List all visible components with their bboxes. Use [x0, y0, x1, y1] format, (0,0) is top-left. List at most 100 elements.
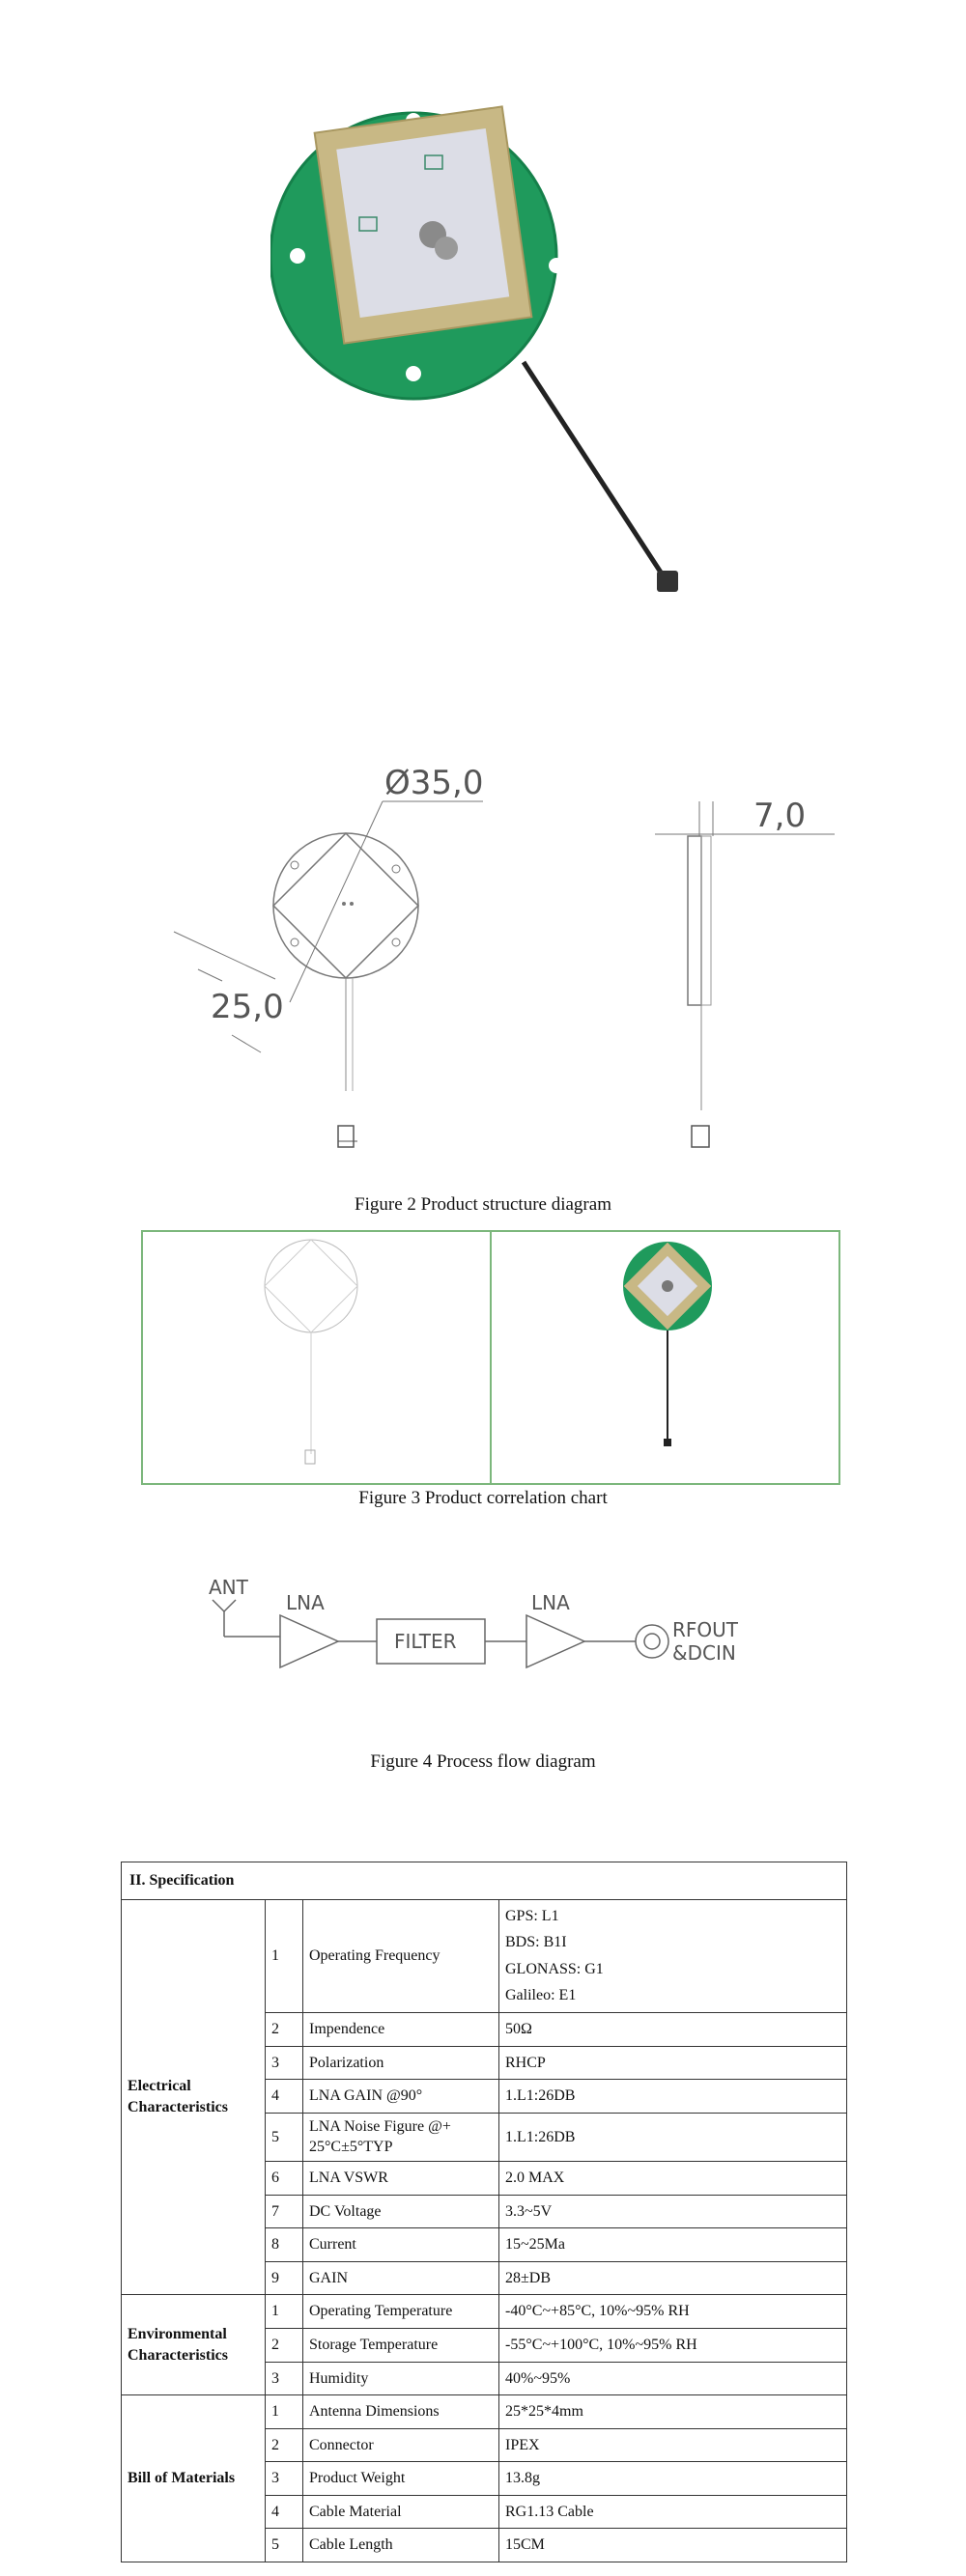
parameter-value: 28±DB [498, 2260, 847, 2296]
side-dimension: 25,0 [211, 988, 284, 1026]
value-line: 40%~95% [505, 2369, 571, 2387]
parameter-name: LNA VSWR [302, 2160, 499, 2196]
value-line: RHCP [505, 2054, 546, 2071]
row-number: 3 [265, 2461, 303, 2496]
rfout-label: RFOUT [672, 1618, 739, 1641]
parameter-name: Product Weight [302, 2461, 499, 2496]
row-number: 8 [265, 2227, 303, 2262]
specification-table: II. Specification Electrical Characteris… [121, 1862, 847, 2563]
value-line: 28±DB [505, 2269, 552, 2286]
panel-outline [141, 1230, 492, 1485]
parameter-value: -40°C~+85°C, 10%~95% RH [498, 2294, 847, 2329]
row-number: 2 [265, 2427, 303, 2463]
parameter-value: 1.L1:26DB [498, 2079, 847, 2114]
parameter-value: 2.0 MAX [498, 2160, 847, 2196]
parameter-value: 1.L1:26DB [498, 2112, 847, 2162]
parameter-name: Polarization [302, 2045, 499, 2081]
value-line: 1.L1:26DB [505, 2128, 576, 2145]
parameter-value: 25*25*4mm [498, 2394, 847, 2429]
row-number: 7 [265, 2194, 303, 2229]
parameter-name: GAIN [302, 2260, 499, 2296]
parameter-value: 3.3~5V [498, 2194, 847, 2229]
parameter-name: Operating Temperature [302, 2294, 499, 2329]
value-line: 15~25Ma [505, 2236, 565, 2254]
row-number: 1 [265, 2394, 303, 2429]
parameter-name: DC Voltage [302, 2194, 499, 2229]
parameter-name: LNA Noise Figure @+ 25°C±5°TYP [302, 2112, 499, 2162]
ant-label: ANT [209, 1579, 249, 1599]
value-line: RG1.13 Cable [505, 2503, 594, 2520]
parameter-value: 40%~95% [498, 2361, 847, 2396]
parameter-value: 50Ω [498, 2011, 847, 2047]
value-line: 3.3~5V [505, 2202, 553, 2220]
value-line: GLONASS: G1 [505, 1960, 604, 1977]
value-line: 2.0 MAX [505, 2169, 565, 2186]
value-line: GPS: L1 [505, 1907, 559, 1924]
structure-diagram: Ø35,0 25,0 7,0 [173, 764, 835, 1148]
parameter-name: Connector [302, 2427, 499, 2463]
lna2-label: LNA [531, 1591, 570, 1614]
value-line: 25*25*4mm [505, 2403, 583, 2421]
value-line: IPEX [505, 2436, 540, 2453]
value-line: 15CM [505, 2536, 545, 2554]
value-line: -55°C~+100°C, 10%~95% RH [505, 2336, 697, 2353]
figure2-caption: Figure 2 Product structure diagram [355, 1194, 611, 1215]
row-number: 2 [265, 2011, 303, 2047]
figure4-caption: Figure 4 Process flow diagram [370, 1751, 596, 1772]
parameter-value: 13.8g [498, 2461, 847, 2496]
value-line: Galileo: E1 [505, 1987, 577, 2004]
outline-drawing [264, 1239, 358, 1465]
diameter-dimension: Ø35,0 [384, 764, 483, 802]
parameter-name: Humidity [302, 2361, 499, 2396]
row-number: 3 [265, 2045, 303, 2081]
row-number: 5 [265, 2112, 303, 2162]
row-number: 4 [265, 2494, 303, 2530]
parameter-value: 15CM [498, 2528, 847, 2563]
group-name: Electrical Characteristics [121, 1898, 266, 2296]
spec-title-row: II. Specification [121, 1862, 847, 1900]
value-line: 1.L1:26DB [505, 2087, 576, 2105]
group-name: Bill of Materials [121, 2394, 266, 2563]
dcin-label: &DCIN [672, 1641, 736, 1665]
parameter-name: LNA GAIN @90° [302, 2079, 499, 2114]
parameter-name: Cable Length [302, 2528, 499, 2563]
render-drawing [623, 1242, 712, 1446]
value-line: 13.8g [505, 2470, 540, 2487]
parameter-name: Impendence [302, 2011, 499, 2047]
filter-label: FILTER [394, 1630, 457, 1653]
parameter-name: Current [302, 2227, 499, 2262]
product-photo [270, 105, 678, 592]
parameter-name: Cable Material [302, 2494, 499, 2530]
row-number: 1 [265, 1898, 303, 2013]
row-number: 3 [265, 2361, 303, 2396]
figure3-caption: Figure 3 Product correlation chart [358, 1488, 608, 1508]
parameter-value: RHCP [498, 2045, 847, 2081]
parameter-value: -55°C~+100°C, 10%~95% RH [498, 2327, 847, 2363]
panel-render [490, 1230, 840, 1485]
row-number: 5 [265, 2528, 303, 2563]
value-line: -40°C~+85°C, 10%~95% RH [505, 2303, 690, 2320]
lna1-label: LNA [286, 1591, 325, 1614]
parameter-name: Storage Temperature [302, 2327, 499, 2363]
parameter-value: RG1.13 Cable [498, 2494, 847, 2530]
row-number: 4 [265, 2079, 303, 2114]
parameter-name: Operating Frequency [302, 1898, 499, 2013]
height-dimension: 7,0 [753, 797, 806, 835]
